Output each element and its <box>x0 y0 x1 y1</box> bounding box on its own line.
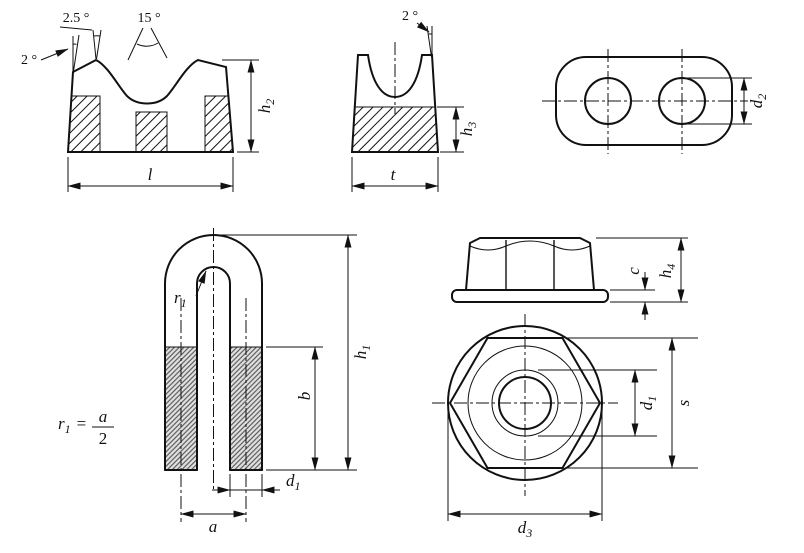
dimension-s: s <box>566 337 698 469</box>
c-label: c <box>624 267 643 275</box>
angle-2-annotation-front: 2 ° <box>21 34 80 72</box>
nut-top-view: d1 s d3 <box>432 314 698 540</box>
angle-leg-line <box>96 29 102 60</box>
angle-2-5-annotation: 2.5 ° <box>59 11 102 60</box>
formula-r1-equals-a-over-2: r1= a 2 <box>58 407 114 448</box>
d3-label: d3 <box>518 518 533 540</box>
dimension-d3: d3 <box>447 410 603 540</box>
formula-denominator: 2 <box>99 429 108 448</box>
angle-15-label: 15 ° <box>137 11 160 26</box>
dimension-l: l <box>67 157 234 192</box>
d1-bolt-label: d1 <box>286 471 301 493</box>
formula-lhs: r1= <box>58 414 86 436</box>
s-label: s <box>674 399 693 406</box>
clip-top-view: d2 <box>542 49 769 154</box>
formula-numerator: a <box>99 407 108 426</box>
leader-arrow <box>195 270 207 297</box>
angle-leg-line <box>73 34 80 72</box>
dimension-a: a <box>180 510 247 536</box>
b-label: b <box>295 392 314 401</box>
clip-front-view: 2.5 ° 15 ° 2 ° h2 l <box>21 11 277 192</box>
h4-label: h4 <box>656 264 678 279</box>
leader-line <box>59 26 93 31</box>
dimension-d1-nut: d1 <box>538 369 659 437</box>
dimension-d2: d2 <box>684 77 769 125</box>
angle-leg-line <box>92 29 97 60</box>
d1-nut-label: d1 <box>637 396 659 411</box>
dimension-h2: h2 <box>222 59 277 153</box>
angle-15-annotation: 15 ° <box>127 11 168 61</box>
angle-leg-line <box>150 27 168 59</box>
chamfer-arc-right <box>553 245 591 251</box>
radius-r1-annotation: r1 <box>174 270 207 310</box>
angle-2-5-label: 2.5 ° <box>63 11 90 26</box>
dimension-b: b <box>266 346 323 471</box>
angle-2-label: 2 ° <box>402 9 418 24</box>
leader-arrow <box>40 48 69 61</box>
section-hatch-left <box>67 95 101 153</box>
d2-label: d2 <box>747 94 769 109</box>
dimension-h3: h3 <box>437 106 479 153</box>
t-label: t <box>391 165 397 184</box>
angle-2-label: 2 ° <box>21 53 37 68</box>
angle-2-annotation-side: 2 ° <box>402 9 433 58</box>
chamfer-arc-left <box>469 245 507 251</box>
dimension-h4: h4 <box>596 237 688 303</box>
angle-arc <box>136 42 159 47</box>
dimension-h1: h1 <box>218 234 373 471</box>
dimension-t: t <box>351 157 439 192</box>
clip-front-outline <box>66 58 235 153</box>
h2-label: h2 <box>255 99 277 114</box>
leader-arrow <box>416 21 430 33</box>
nut-side-view: c h4 <box>451 237 688 320</box>
l-label: l <box>148 165 153 184</box>
clip-side-view: 2 ° h3 t <box>350 9 479 192</box>
u-bolt-view: r1 h1 b d1 a r1= a <box>58 228 373 536</box>
section-hatch-center <box>135 111 168 153</box>
nut-flange <box>451 289 609 303</box>
chamfer-arc-middle <box>505 240 555 247</box>
r1-label: r1 <box>174 288 187 310</box>
a-label: a <box>209 517 218 536</box>
h3-label: h3 <box>457 122 479 137</box>
dimension-d1-bolt: d1 <box>212 471 301 497</box>
nut-body-outline <box>465 237 595 291</box>
h1-label: h1 <box>351 345 373 360</box>
angle-leg-line <box>127 27 144 61</box>
